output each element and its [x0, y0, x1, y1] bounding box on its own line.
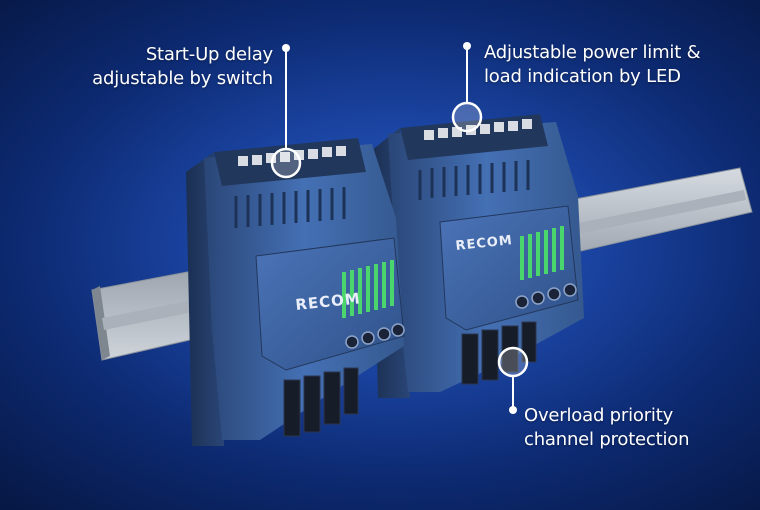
callout-overload-protection: Overload priority channel protection	[524, 404, 690, 452]
callout-leaders	[270, 42, 529, 414]
callout-target-startup	[270, 147, 302, 179]
output-terminals-left	[283, 367, 359, 437]
led-bars-right	[520, 226, 564, 280]
cooling-vents-left	[234, 187, 346, 228]
callout-power-line2: load indication by LED	[484, 66, 681, 87]
terminal-block-left	[238, 146, 346, 166]
adjust-knobs-left	[345, 323, 405, 349]
led-bars-left	[342, 260, 394, 318]
output-terminals-right	[461, 321, 537, 385]
callout-startup-line1: Start-Up delay	[145, 44, 273, 65]
callout-startup-delay: Start-Up delay adjustable by switch	[92, 43, 273, 91]
cooling-vents-right	[418, 160, 530, 200]
callout-dot-power	[463, 42, 471, 50]
callout-startup-line2: adjustable by switch	[92, 68, 273, 89]
callout-dot-overload	[509, 406, 517, 414]
callout-target-overload	[497, 346, 529, 378]
callout-dot-startup	[282, 44, 290, 52]
power-module-right: RECOM	[372, 114, 584, 398]
callout-overload-line2: channel protection	[524, 429, 690, 450]
adjust-knobs-right	[515, 283, 577, 309]
callout-target-power	[451, 101, 483, 133]
power-module-left: RECOM	[186, 138, 405, 446]
callout-power-limit: Adjustable power limit & load indication…	[484, 41, 701, 89]
callout-power-line1: Adjustable power limit &	[484, 42, 701, 63]
brand-logo-right: RECOM	[455, 233, 514, 254]
callout-overload-line1: Overload priority	[524, 405, 674, 426]
